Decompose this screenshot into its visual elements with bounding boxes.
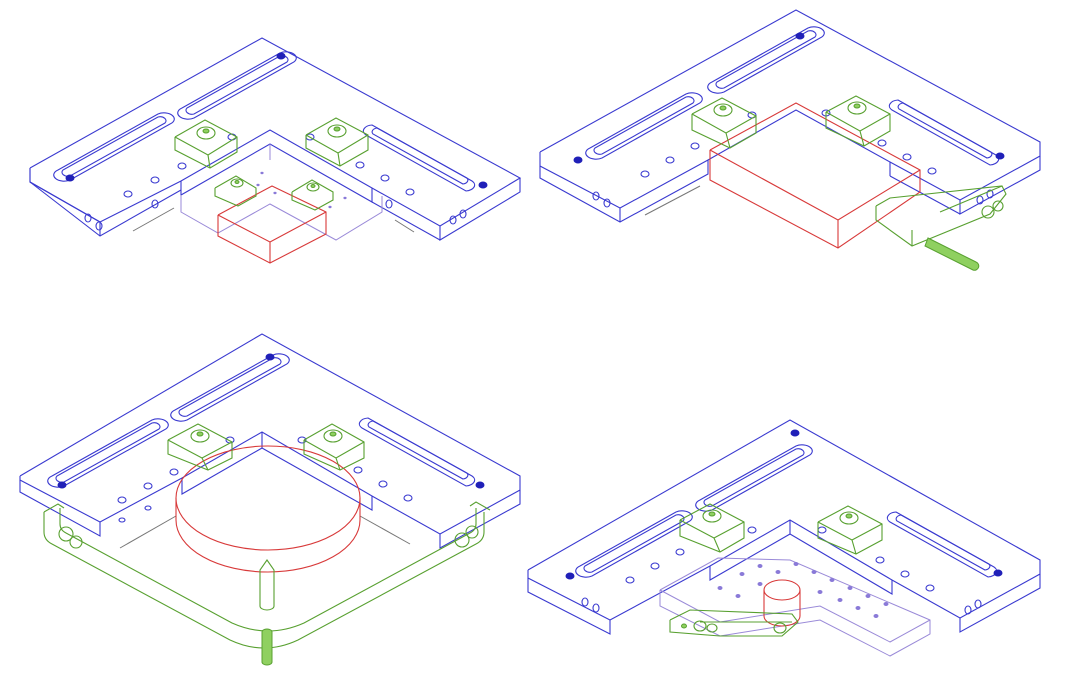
t-slot-clamp — [679, 503, 745, 553]
t-slot-clamp — [305, 117, 369, 167]
panel-top-left — [29, 37, 522, 264]
l-shaped-fixture-plate — [29, 37, 522, 241]
t-slot-clamp — [303, 423, 365, 471]
workpiece-cylinder — [763, 579, 801, 627]
lever-clamp — [669, 609, 799, 637]
t-slot-clamp — [691, 97, 757, 149]
l-shaped-fixture-plate — [527, 419, 1041, 635]
small-clamp — [291, 179, 334, 211]
fixture-holes — [573, 32, 1005, 216]
t-slot-clamp — [825, 95, 891, 147]
sub-plate — [132, 144, 415, 241]
small-clamp — [214, 175, 257, 207]
t-slot-clamp — [174, 119, 238, 169]
t-slot-clamp — [817, 505, 883, 555]
fixture-holes — [57, 353, 485, 549]
t-slot-clamp — [167, 423, 233, 471]
sub-plate — [659, 557, 931, 657]
panel-bottom-left — [19, 333, 521, 666]
fixture-holes — [65, 52, 488, 231]
l-shaped-fixture-plate — [19, 333, 521, 549]
screw-clamp — [875, 185, 1007, 271]
yoke-clamp — [43, 501, 491, 666]
panel-bottom-right — [527, 419, 1041, 657]
workpiece-disc — [175, 445, 361, 573]
panel-top-right — [539, 9, 1041, 271]
workpiece-plate — [709, 102, 921, 249]
workpiece-block — [217, 185, 327, 264]
fixture-holes — [565, 429, 1003, 615]
